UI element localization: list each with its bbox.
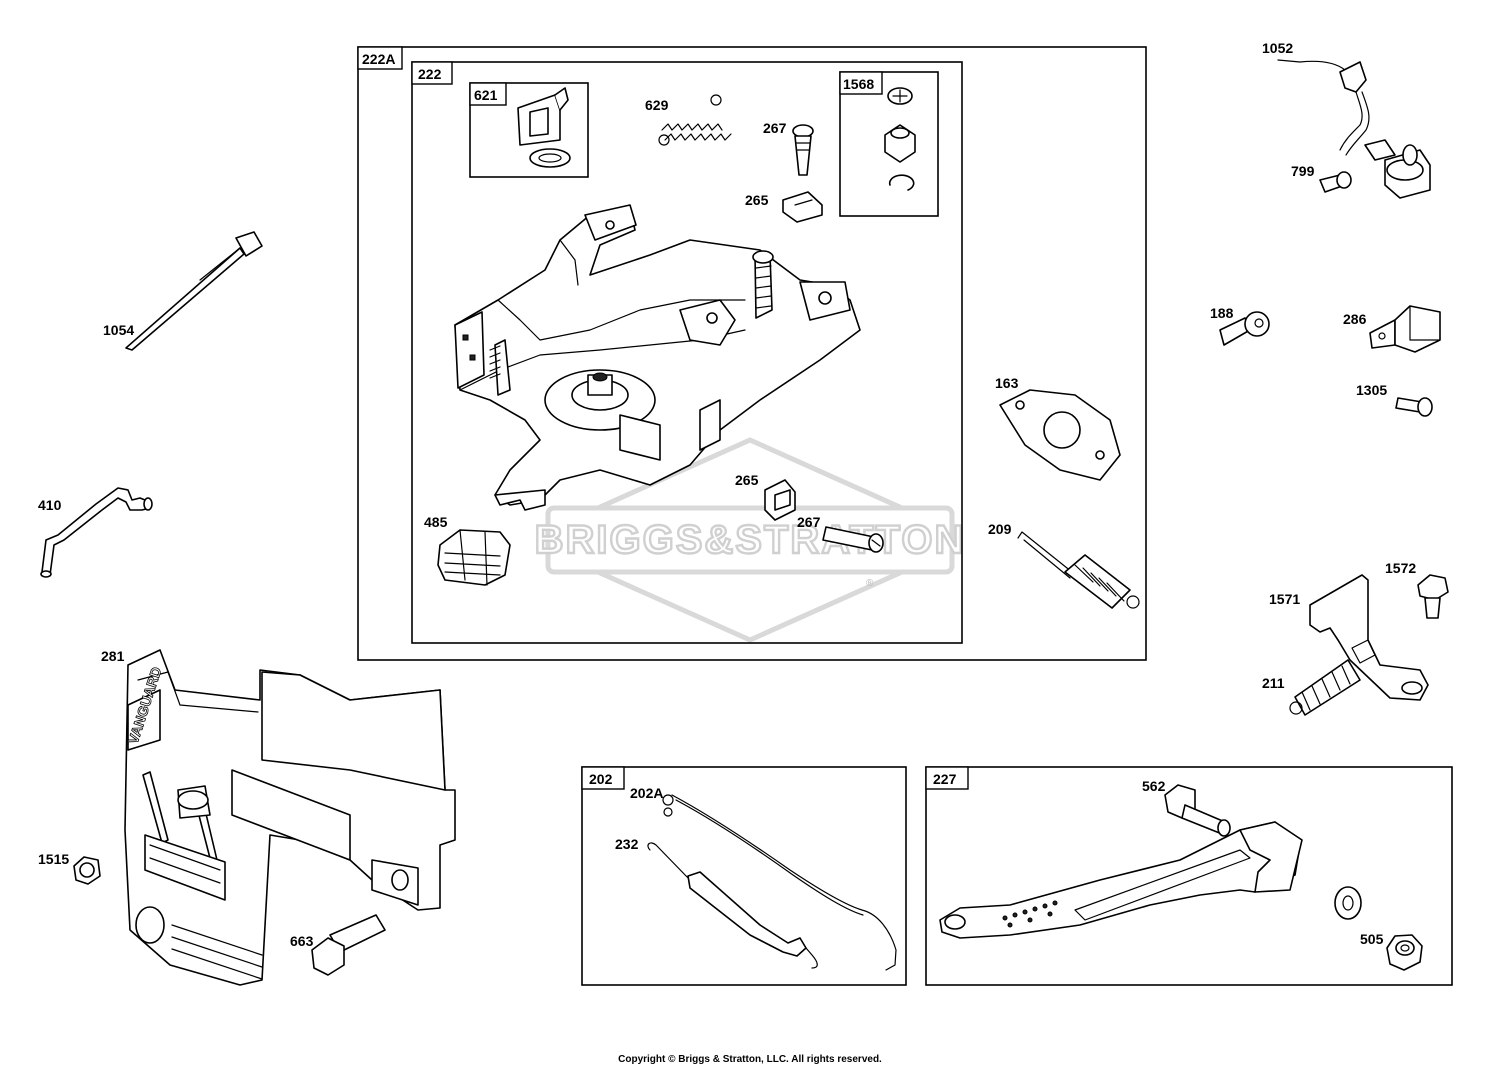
part-505-nut-washer <box>1334 886 1423 971</box>
part-1052-solenoid <box>1277 59 1431 199</box>
part-227-control-lever <box>939 821 1303 939</box>
callout-209: 209 <box>988 521 1012 537</box>
frame-222 <box>411 61 963 644</box>
callout-163: 163 <box>995 375 1019 391</box>
frame-222A <box>357 46 1147 661</box>
part-222-bracket-assembly <box>454 204 861 511</box>
group-tag-1568: 1568 <box>839 71 883 95</box>
callout-799: 799 <box>1291 163 1315 179</box>
callout-505: 505 <box>1360 931 1384 947</box>
group-tag-227: 227 <box>925 766 969 790</box>
part-562-pin <box>1164 784 1231 837</box>
callout-1572: 1572 <box>1385 560 1416 576</box>
part-485-grommet <box>437 529 511 586</box>
callout-265-top: 265 <box>745 192 769 208</box>
group-tag-222: 222 <box>411 61 453 85</box>
group-tag-202: 202 <box>581 766 625 790</box>
callout-267-top: 267 <box>763 120 787 136</box>
callout-1054: 1054 <box>103 322 134 338</box>
part-621-clip <box>517 87 571 168</box>
callout-629: 629 <box>645 97 669 113</box>
part-629-spring <box>658 94 732 146</box>
part-267-screw-top <box>792 124 814 176</box>
callout-267-lower: 267 <box>797 514 821 530</box>
callout-1515: 1515 <box>38 851 69 867</box>
callout-265-lower: 265 <box>735 472 759 488</box>
part-1568-fitting <box>884 87 916 191</box>
callout-286: 286 <box>1343 311 1367 327</box>
part-163-gasket <box>999 389 1121 481</box>
part-202A-throttle-rod <box>662 794 897 971</box>
frame-227 <box>925 766 1453 986</box>
part-663-bolt <box>311 914 386 976</box>
group-tag-621: 621 <box>469 82 507 106</box>
group-tag-222A: 222A <box>357 46 403 70</box>
part-799-bolt <box>1319 171 1352 193</box>
part-265-bracket-top <box>782 191 823 223</box>
callout-281: 281 <box>101 648 125 664</box>
watermark-registered: ® <box>866 578 874 589</box>
svg-text:202: 202 <box>589 771 613 787</box>
callout-485: 485 <box>424 514 448 530</box>
svg-text:222: 222 <box>418 66 442 82</box>
part-1305-bolt <box>1395 397 1433 417</box>
watermark-text: BRIGGS&STRATTON <box>535 518 966 562</box>
callout-410: 410 <box>38 497 62 513</box>
callout-1305: 1305 <box>1356 382 1387 398</box>
copyright-notice: Copyright © Briggs & Stratton, LLC. All … <box>618 1054 882 1065</box>
part-410-link-rod <box>40 487 153 578</box>
callout-188: 188 <box>1210 305 1234 321</box>
part-281-cover: VANGUARD <box>124 649 456 986</box>
callout-1052: 1052 <box>1262 40 1293 56</box>
part-209-spring <box>1017 531 1140 609</box>
part-211-spring <box>1289 659 1361 716</box>
part-188-bolt <box>1219 311 1270 346</box>
brand-watermark: BRIGGS&STRATTON ® <box>533 437 966 643</box>
callout-1571: 1571 <box>1269 591 1300 607</box>
svg-text:621: 621 <box>474 87 498 103</box>
part-1571-bracket <box>1309 574 1429 701</box>
part-1054-cable-tie <box>125 231 263 351</box>
callout-232: 232 <box>615 836 639 852</box>
frame-1568 <box>839 71 939 217</box>
part-286-cover <box>1369 305 1441 353</box>
frame-202 <box>581 766 907 986</box>
svg-text:222A: 222A <box>362 51 395 67</box>
part-1515-nut <box>73 856 101 885</box>
callout-202A: 202A <box>630 785 663 801</box>
callout-211: 211 <box>1262 675 1285 691</box>
part-265-bracket-lower <box>764 479 796 521</box>
callout-562: 562 <box>1142 778 1166 794</box>
part-1572-bolt <box>1417 574 1449 619</box>
svg-text:227: 227 <box>933 771 957 787</box>
svg-text:1568: 1568 <box>843 76 874 92</box>
part-232-choke-wire <box>647 842 818 969</box>
part-267-screw-lower <box>822 526 884 553</box>
frame-621 <box>469 82 589 178</box>
callout-663: 663 <box>290 933 314 949</box>
